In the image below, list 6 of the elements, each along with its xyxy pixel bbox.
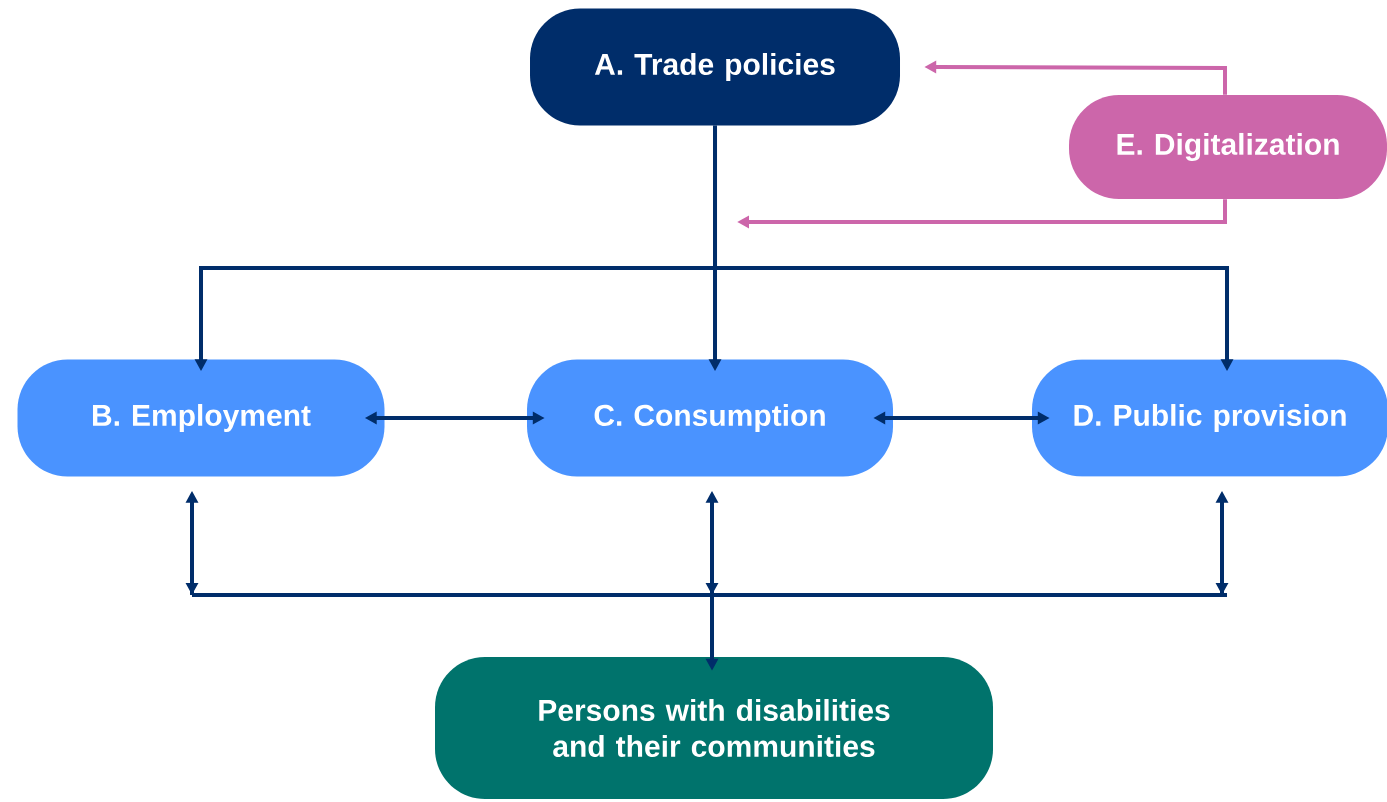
- process-box: C. Consumption: [527, 359, 893, 477]
- process-box: B. Employment: [17, 359, 385, 477]
- process-box: E. Digitalization: [1069, 95, 1387, 199]
- process-box: D. Public provision: [1032, 359, 1387, 477]
- process-box: A. Trade policies: [530, 8, 900, 126]
- process-box: Persons with disabilities and their communities: [435, 657, 993, 799]
